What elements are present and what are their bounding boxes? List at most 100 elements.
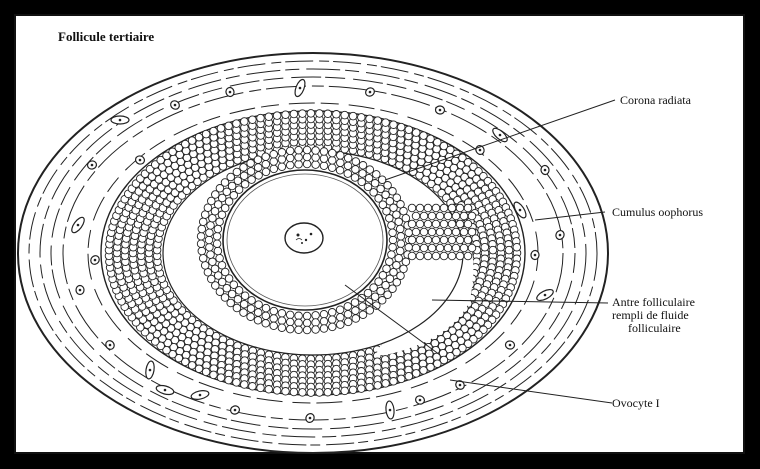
corona-cell [320, 148, 328, 156]
corona-cell [295, 312, 303, 320]
cumulus-cell [464, 204, 472, 212]
corona-cell [278, 317, 286, 325]
granulosa-cell [366, 115, 374, 123]
granulosa-cell [210, 127, 218, 135]
corona-cell [364, 289, 372, 297]
cumulus-cell [408, 204, 416, 212]
granulosa-cell [290, 110, 298, 118]
corona-cell [344, 318, 352, 326]
corona-cell [262, 168, 270, 176]
corona-cell [312, 326, 320, 334]
corona-cell [303, 312, 311, 320]
corona-cell [320, 325, 328, 333]
corona-cell [405, 244, 413, 252]
label-antre-line3: folliculaire [628, 322, 681, 335]
cumulus-cell [428, 244, 436, 252]
corona-cell [262, 312, 270, 320]
cumulus-cell [448, 204, 456, 212]
corona-cell [396, 225, 404, 233]
theca-cell-nucleus [519, 209, 522, 212]
corona-cell [198, 225, 206, 233]
granulosa-cell [505, 246, 513, 254]
granulosa-cell [273, 387, 281, 395]
granulosa-cell [290, 388, 298, 396]
corona-cell [262, 160, 270, 168]
cumulus-cell [440, 236, 448, 244]
corona-cell [400, 207, 408, 215]
corona-cell [359, 162, 367, 170]
theca-cell-nucleus [544, 294, 547, 297]
granulosa-cell [195, 133, 203, 141]
corona-cell [262, 304, 270, 312]
corona-cell [320, 318, 328, 326]
corona-cell [213, 233, 221, 241]
cumulus-cell [416, 204, 424, 212]
granulosa-cell [257, 384, 265, 392]
corona-cell [320, 155, 328, 163]
cumulus-cell [424, 236, 432, 244]
theca-cell-nucleus [199, 394, 202, 397]
granulosa-cell [210, 371, 218, 379]
corona-cell [351, 299, 359, 307]
corona-cell [344, 154, 352, 162]
theca-cell-nucleus [309, 417, 312, 420]
granulosa-cell [341, 111, 349, 119]
corona-cell [235, 186, 243, 194]
corona-cell [366, 307, 374, 315]
corona-cell [344, 162, 352, 170]
granulosa-cell [382, 380, 390, 388]
label-cumulus-oophorus: Cumulus oophorus [612, 206, 703, 219]
corona-cell [303, 326, 311, 334]
corona-cell [218, 261, 226, 269]
granulosa-cell [299, 389, 307, 397]
corona-cell [270, 322, 278, 330]
granulosa-cell [282, 111, 290, 119]
cumulus-cell [452, 212, 460, 220]
corona-cell [270, 165, 278, 173]
corona-cell [254, 317, 262, 325]
corona-cell [329, 323, 337, 331]
granulosa-cell [420, 132, 428, 140]
corona-cell [395, 218, 403, 226]
corona-cell [247, 168, 255, 176]
corona-cell [388, 222, 396, 230]
corona-cell [402, 214, 410, 222]
corona-cell [240, 309, 248, 317]
corona-cell [405, 229, 413, 237]
corona-cell [336, 306, 344, 314]
cumulus-cell [460, 212, 468, 220]
granulosa-cell [412, 129, 420, 137]
corona-cell [352, 315, 360, 323]
cumulus-cell [412, 212, 420, 220]
corona-cell [286, 147, 294, 155]
granulosa-cell [341, 387, 349, 395]
cumulus-cell [432, 204, 440, 212]
theca-cell-nucleus [139, 159, 142, 162]
corona-cell [386, 258, 394, 266]
corona-cell [393, 211, 401, 219]
corona-cell [388, 251, 396, 259]
corona-cell [214, 225, 222, 233]
corona-cell [209, 214, 217, 222]
cumulus-cell [428, 228, 436, 236]
theca-cell-nucleus [509, 344, 512, 347]
corona-cell [386, 215, 394, 223]
corona-cell [329, 149, 337, 157]
granulosa-cell [324, 110, 332, 118]
corona-cell [240, 172, 248, 180]
granulosa-cell [307, 389, 315, 397]
corona-cell [255, 172, 263, 180]
cumulus-cell [408, 252, 416, 260]
cumulus-cell [416, 252, 424, 260]
cumulus-cell [420, 228, 428, 236]
theca-cell-nucleus [174, 104, 177, 107]
theca-cell-nucleus [534, 254, 537, 257]
corona-cell [337, 152, 345, 160]
corona-cell [352, 158, 360, 166]
granulosa-cell [405, 372, 413, 380]
cumulus-cell [448, 220, 456, 228]
corona-cell [270, 158, 278, 166]
granulosa-cell [374, 117, 382, 125]
granulosa-cell [397, 375, 405, 383]
